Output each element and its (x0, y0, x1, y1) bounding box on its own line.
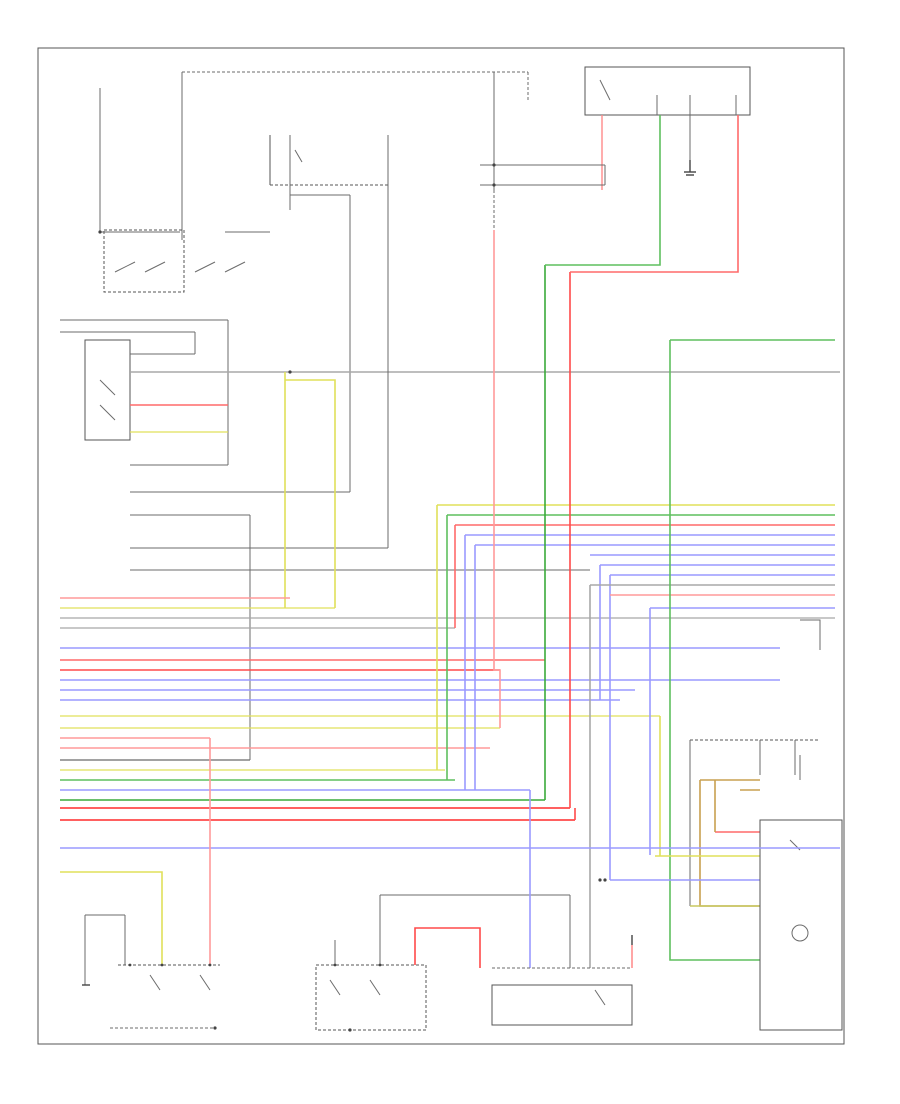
yellow-wire-bottom-left (60, 871, 163, 965)
relay-box-top-right (584, 66, 751, 190)
right-connector-bus (436, 504, 835, 968)
ignition-switch-box (99, 88, 270, 293)
diagram-border (37, 47, 845, 1045)
green-wire-upper (545, 115, 661, 266)
ground-top-right (684, 160, 696, 176)
resistor-bottom-left-switch (130, 210, 590, 760)
connection-dots (98, 163, 607, 1032)
switch-assembly-bottom-left (82, 914, 220, 1029)
green-wire-right (669, 339, 835, 961)
yellow-wire-2 (285, 379, 336, 608)
red-wire-upper (570, 115, 739, 273)
fuse-center-block (480, 164, 606, 230)
brown-wire (699, 779, 760, 907)
fuse-box-top (181, 71, 529, 240)
control-module-bottom (491, 935, 633, 1026)
switch-assembly-bottom-center (315, 790, 571, 1031)
control-unit-right (759, 819, 843, 1031)
relay-right-middle (689, 739, 820, 906)
control-switch-box (60, 319, 840, 466)
pink-wire-vertical (493, 230, 501, 728)
relay-box-center-top (269, 135, 389, 492)
right-edge-connector (800, 619, 821, 650)
